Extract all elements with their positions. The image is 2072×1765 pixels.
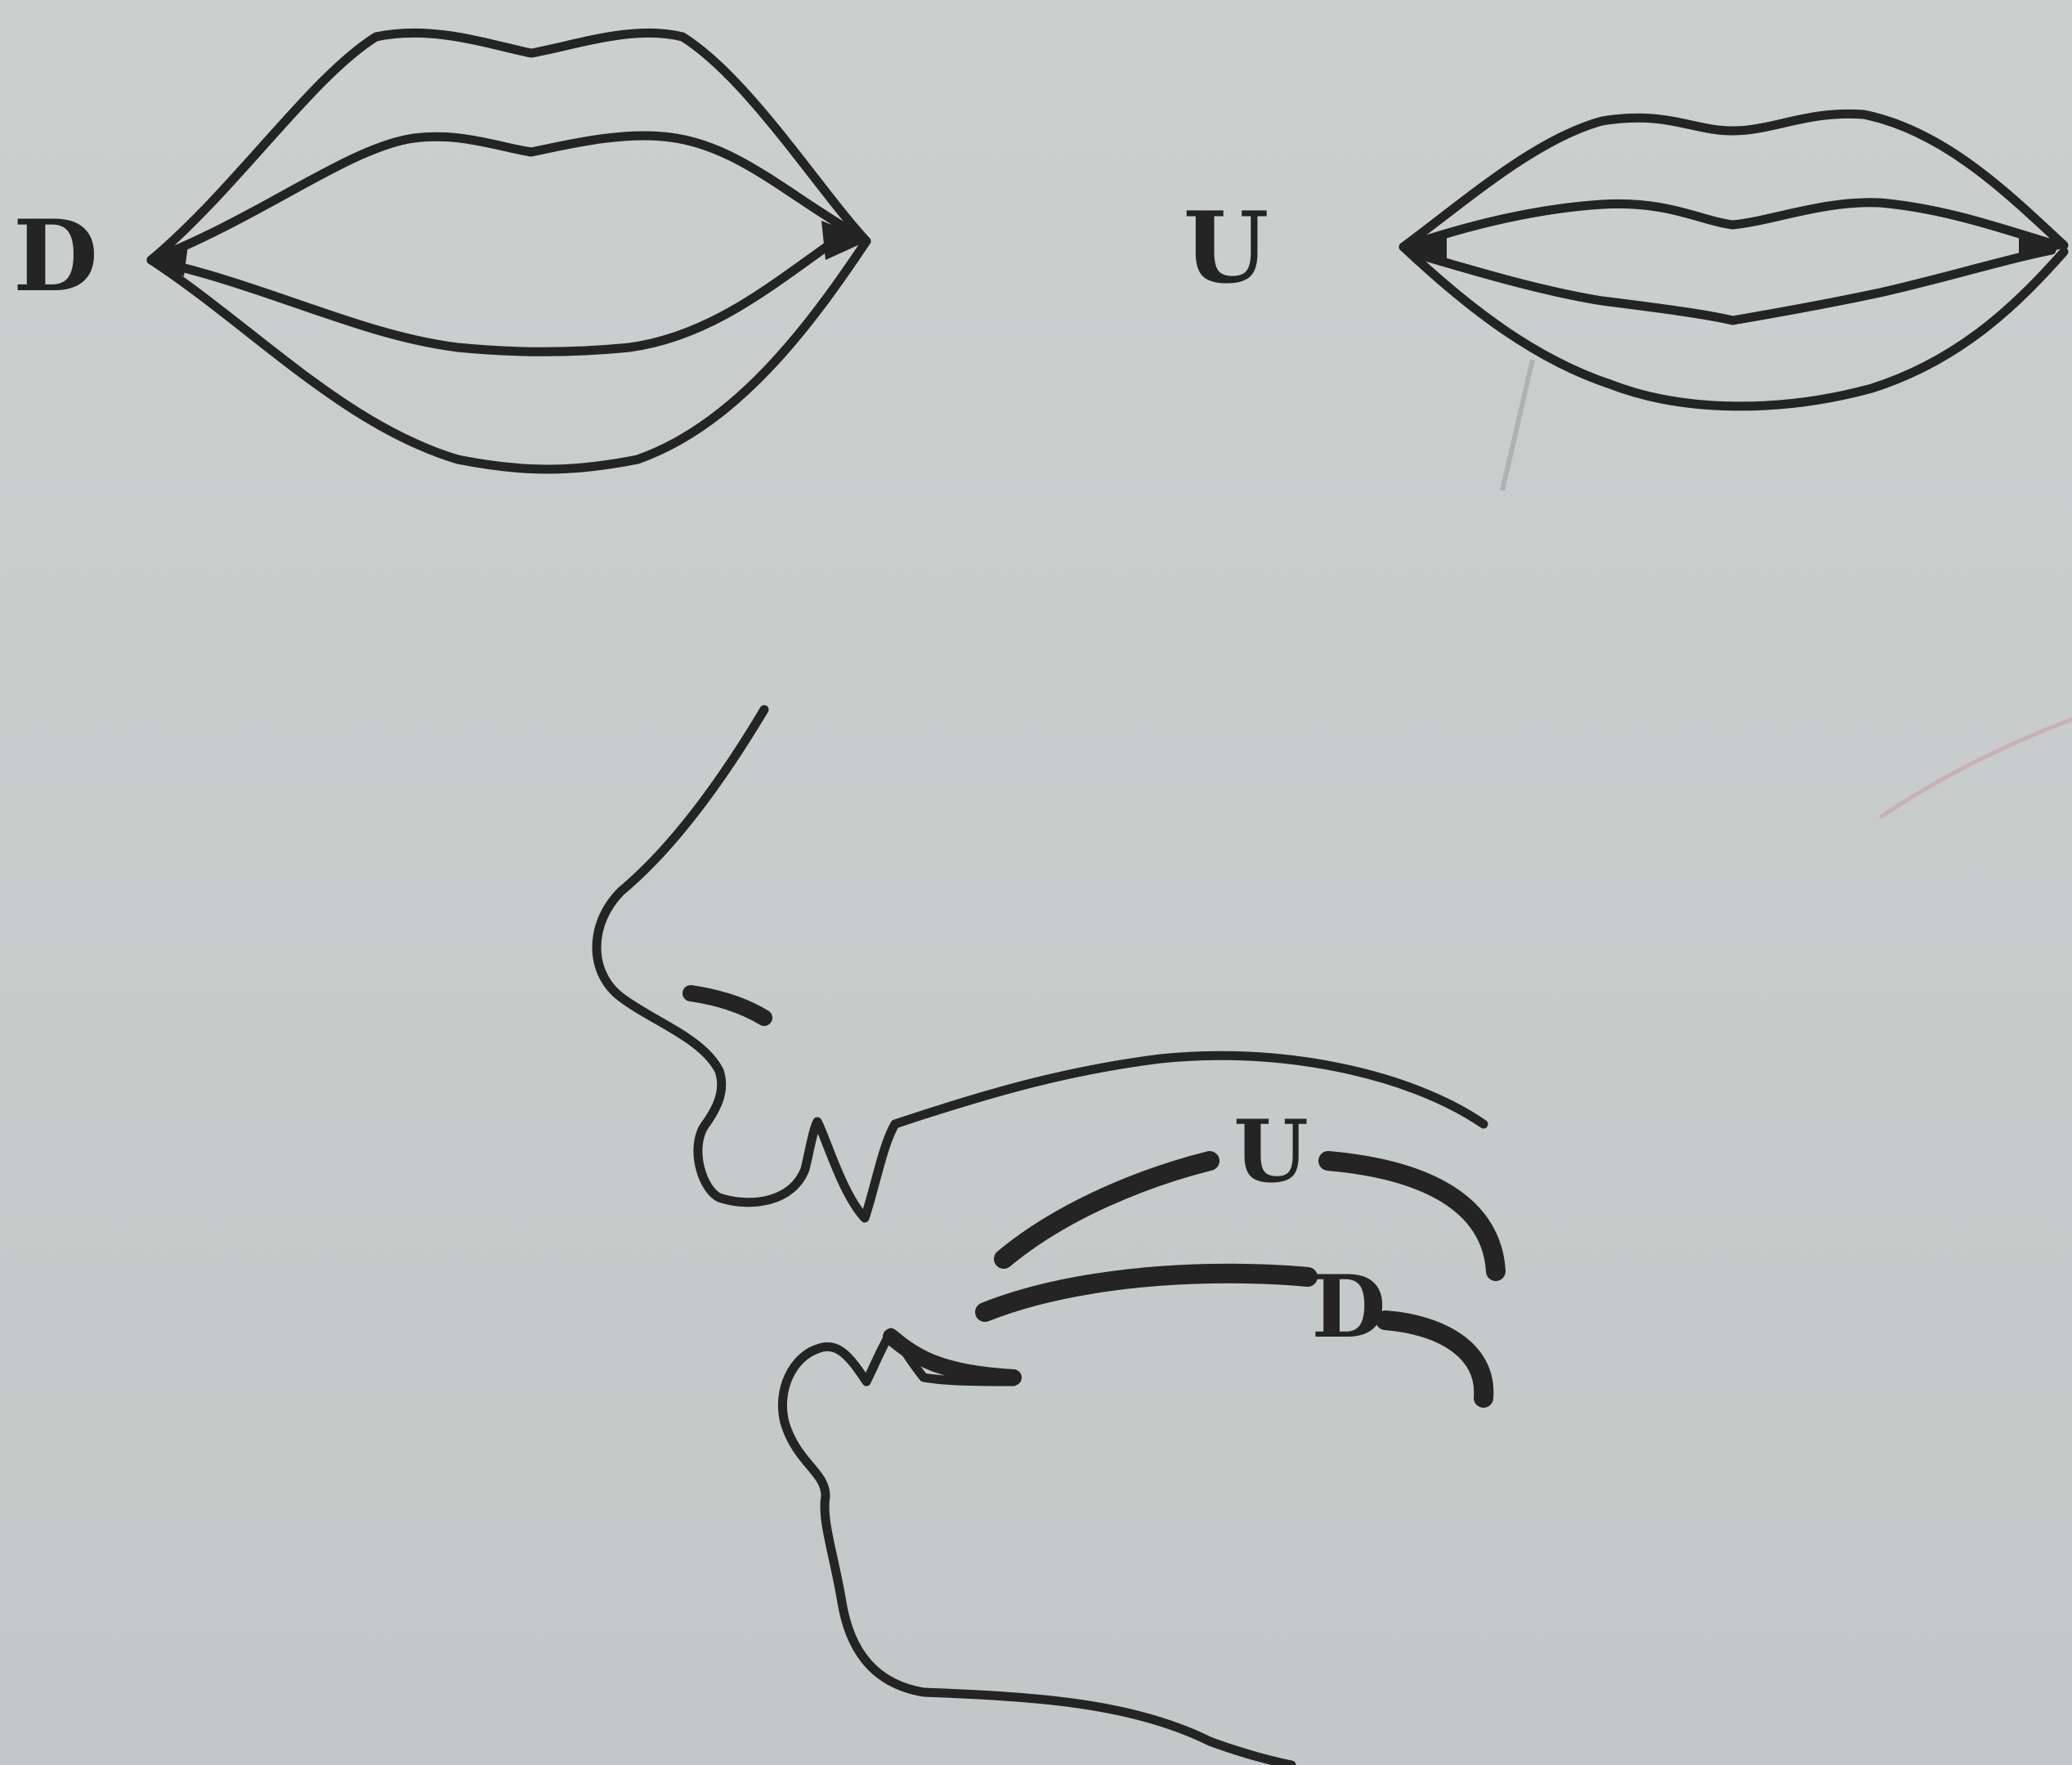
closed-lips-label: U [1184,190,1269,306]
profile-lower-label: D [1311,1256,1385,1357]
open-lips-label: D [13,199,98,314]
profile-upper-label: U [1233,1100,1309,1202]
